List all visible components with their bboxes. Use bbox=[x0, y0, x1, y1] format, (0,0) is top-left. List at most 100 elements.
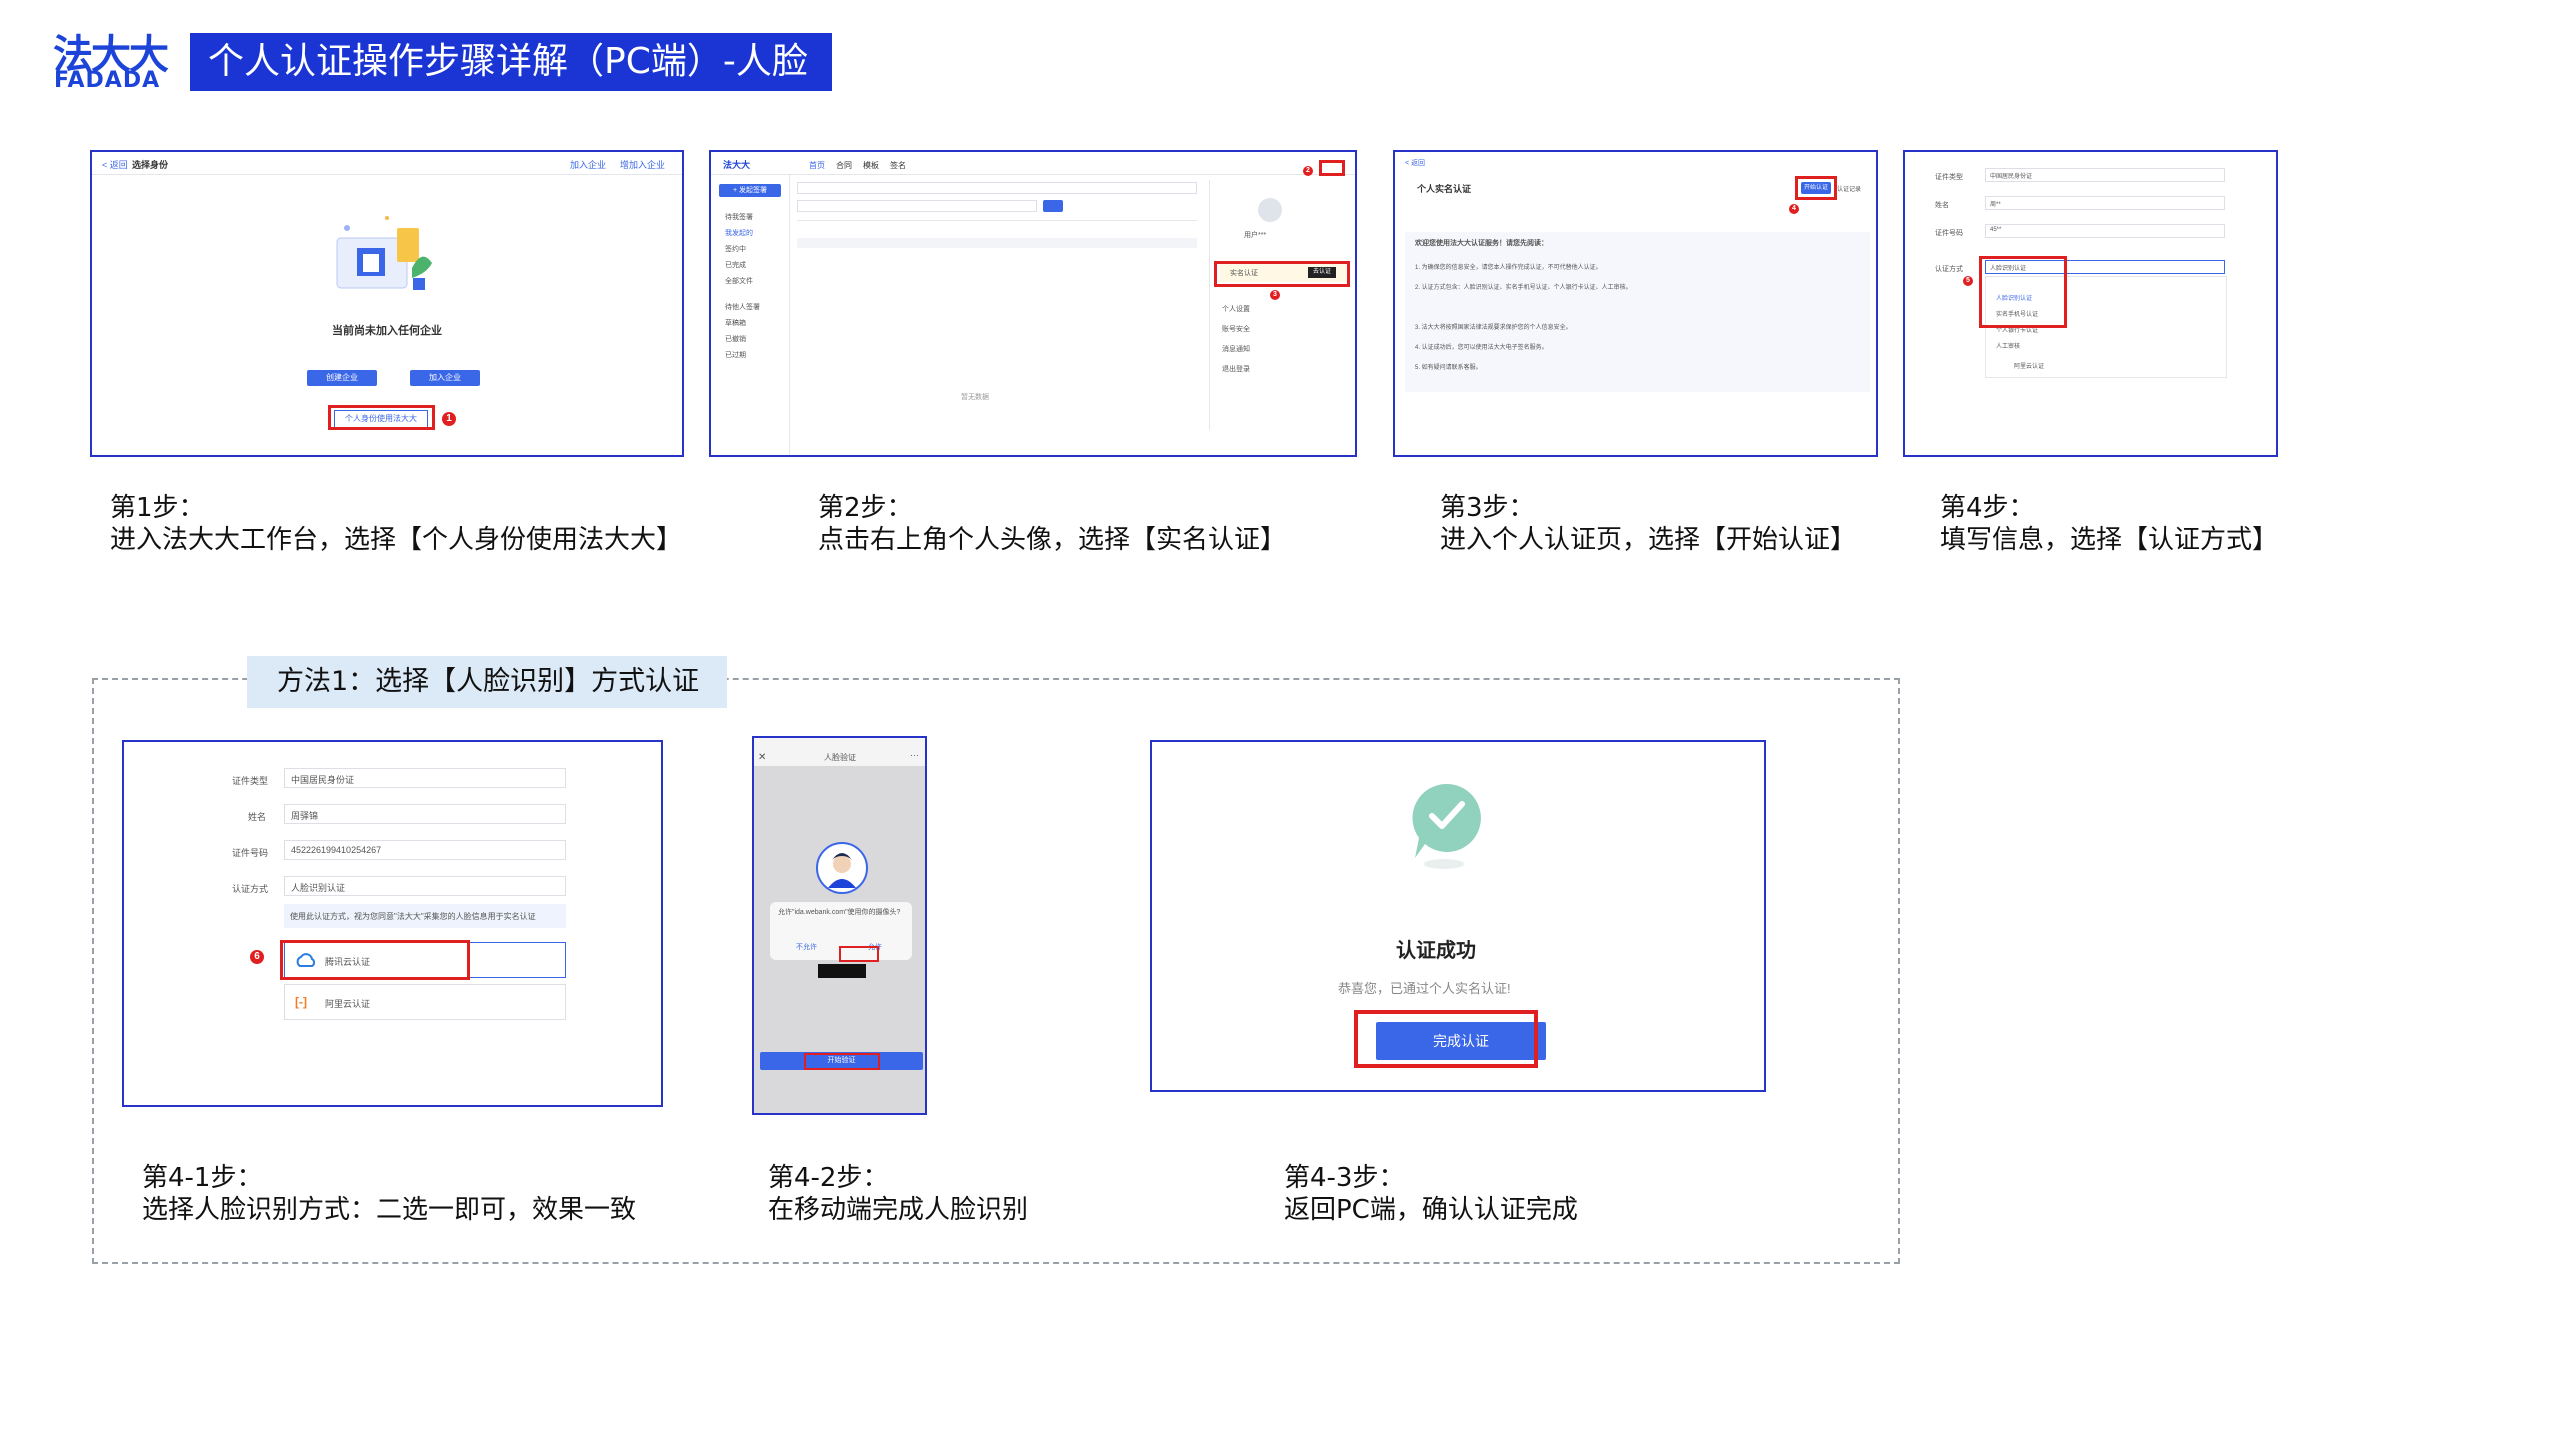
back-link[interactable]: < 返回 bbox=[102, 160, 128, 170]
field-value: 452226199410254267 bbox=[291, 845, 382, 855]
step-marker: 3 bbox=[1270, 290, 1280, 300]
filter-row bbox=[797, 182, 1197, 194]
id-number-field[interactable]: 452226199410254267 bbox=[284, 840, 566, 860]
complete-highlight bbox=[1354, 1010, 1538, 1068]
face-avatar-icon bbox=[816, 842, 868, 894]
sidebar-item[interactable]: 待我签署 bbox=[725, 214, 753, 221]
step4-1-title: 第4-1步： bbox=[142, 1163, 263, 1193]
start-verify-highlight bbox=[1795, 176, 1837, 200]
step-marker: 1 bbox=[442, 412, 456, 426]
menu-item[interactable]: 退出登录 bbox=[1222, 366, 1250, 373]
dialog-text: 允许"ida.webank.com"使用你的摄像头? bbox=[778, 909, 901, 916]
field-value: 中国居民身份证 bbox=[1990, 174, 2033, 180]
realname-row[interactable]: 实名认证 去认证 bbox=[1220, 264, 1346, 282]
sidebar-item[interactable]: 已完成 bbox=[725, 262, 746, 269]
nav-home[interactable]: 首页 bbox=[809, 161, 825, 170]
menu-item[interactable]: 消息通知 bbox=[1222, 346, 1250, 353]
join-enterprise-button[interactable]: 加入企业 bbox=[410, 370, 480, 386]
screenshot-step4-3: 认证成功 恭喜您，已通过个人实名认证! 完成认证 bbox=[1150, 740, 1766, 1092]
empty-state-text: 当前尚未加入任何企业 bbox=[332, 325, 442, 337]
field-label: 证件类型 bbox=[232, 776, 269, 786]
step-marker: 2 bbox=[1303, 166, 1313, 176]
step4-title: 第4步： bbox=[1940, 493, 2035, 523]
sidebar-item[interactable]: 草稿箱 bbox=[725, 320, 746, 327]
deny-button[interactable]: 不允许 bbox=[796, 944, 817, 951]
id-type-select[interactable]: 中国居民身份证 bbox=[1985, 168, 2225, 182]
step1-desc: 进入法大大工作台，选择【个人身份使用法大大】 bbox=[110, 525, 683, 555]
option-aliyun[interactable]: [-] 阿里云认证 bbox=[284, 984, 566, 1020]
id-number-field[interactable]: 45** bbox=[1985, 224, 2225, 238]
verify-record-link[interactable]: 认证记录 bbox=[1837, 187, 1862, 193]
add-enterprise-link[interactable]: 增加入企业 bbox=[620, 160, 666, 170]
verify-method-select[interactable]: 人脸识别认证 bbox=[284, 876, 566, 896]
nav-signature[interactable]: 签名 bbox=[890, 161, 906, 170]
screenshot-step1: < 返回 选择身份 加入企业 增加入企业 当前尚未加入任何企业 创建企业 加入企… bbox=[90, 150, 684, 457]
step4-1-desc: 选择人脸识别方式：二选一即可，效果一致 bbox=[142, 1195, 637, 1225]
field-value: 中国居民身份证 bbox=[291, 775, 355, 785]
nav-template[interactable]: 模板 bbox=[863, 161, 879, 170]
new-sign-button[interactable]: + 发起签署 bbox=[719, 184, 781, 197]
step1-title: 第1步： bbox=[110, 493, 205, 523]
menu-item[interactable]: 个人设置 bbox=[1222, 306, 1250, 313]
join-enterprise-link[interactable]: 加入企业 bbox=[570, 160, 607, 170]
field-label: 姓名 bbox=[1935, 202, 1949, 209]
screenshot-step2: 法大大 首页 合同 模板 签名 + 发起签署 待我签署 我发起的 签约中 已完成… bbox=[709, 150, 1357, 457]
complete-verify-button[interactable]: 完成认证 bbox=[1376, 1022, 1546, 1060]
option-phone[interactable]: 实名手机号认证 bbox=[1996, 312, 2039, 318]
screenshot-step4-2: ✕ 人脸验证 ··· 允许"ida.webank.com"使用你的摄像头? 不允… bbox=[752, 736, 927, 1115]
start-verify-button[interactable]: 开始认证 bbox=[1801, 182, 1831, 194]
start-verify-button[interactable]: 开始验证 bbox=[760, 1052, 923, 1070]
sidebar-item[interactable]: 我发起的 bbox=[725, 230, 753, 237]
field-label: 姓名 bbox=[248, 812, 267, 822]
verify-method-select[interactable]: 人脸识别认证 bbox=[1985, 260, 2225, 274]
back-link[interactable]: < 返回 bbox=[1405, 160, 1426, 167]
field-label: 证件类型 bbox=[1935, 174, 1963, 181]
go-verify-button[interactable]: 去认证 bbox=[1308, 267, 1336, 278]
name-field[interactable]: 周** bbox=[1985, 196, 2225, 210]
verify-method-dropdown: 人脸识别认证 实名手机号认证 个人银行卡认证 人工审核 阿里云认证 bbox=[1985, 276, 2227, 378]
camera-preview bbox=[818, 964, 866, 978]
method-tab: 方法1：选择【人脸识别】方式认证 bbox=[247, 656, 727, 708]
field-value: 周驿锦 bbox=[291, 811, 319, 821]
field-label: 认证方式 bbox=[232, 884, 269, 894]
option-aliyun-label: 阿里云认证 bbox=[325, 999, 371, 1009]
avatar-highlight-box bbox=[1319, 160, 1345, 176]
field-label: 证件号码 bbox=[1935, 230, 1963, 237]
camera-permission-dialog: 允许"ida.webank.com"使用你的摄像头? 不允许 允许 bbox=[770, 902, 912, 960]
sidebar-item[interactable]: 待他人签署 bbox=[725, 304, 760, 311]
screenshot-step4-1: 证件类型 中国居民身份证 姓名 周驿锦 证件号码 452226199410254… bbox=[122, 740, 663, 1107]
notice-line: 2. 认证方式包含：人脸识别认证、实名手机号认证、个人银行卡认证、人工审核。 bbox=[1415, 285, 1632, 291]
option-bankcard[interactable]: 个人银行卡认证 bbox=[1996, 328, 2039, 334]
fadada-logo-cn: 法大大 bbox=[53, 32, 169, 78]
sidebar-item[interactable]: 全部文件 bbox=[725, 278, 753, 285]
sidebar-item[interactable]: 已撤销 bbox=[725, 336, 746, 343]
field-value: 45** bbox=[1990, 227, 2002, 233]
name-field[interactable]: 周驿锦 bbox=[284, 804, 566, 824]
step4-3-desc: 返回PC端，确认认证完成 bbox=[1284, 1195, 1578, 1225]
field-value: 人脸识别认证 bbox=[291, 883, 346, 893]
more-icon[interactable]: ··· bbox=[910, 750, 919, 760]
user-dropdown-panel: 用户*** 实名认证 去认证 个人设置 账号安全 消息通知 退出登录 bbox=[1209, 180, 1355, 430]
field-label: 证件号码 bbox=[232, 848, 269, 858]
notice-line: 1. 为确保您的信息安全，请您本人操作完成认证，不可代替他人认证。 bbox=[1415, 265, 1602, 271]
search-input[interactable] bbox=[797, 200, 1037, 212]
option-aliyun[interactable]: 阿里云认证 bbox=[2014, 364, 2045, 370]
user-name: 用户*** bbox=[1244, 232, 1267, 239]
notice-box: 欢迎您使用法大大认证服务！请您先阅读： 1. 为确保您的信息安全，请您本人操作完… bbox=[1405, 232, 1870, 392]
sidebar-item[interactable]: 已过期 bbox=[725, 352, 746, 359]
screenshot-step3: < 返回 个人实名认证 开始认证 认证记录 4 欢迎您使用法大大认证服务！请您先… bbox=[1393, 150, 1878, 457]
nav-contract[interactable]: 合同 bbox=[836, 161, 852, 170]
search-button[interactable] bbox=[1043, 200, 1063, 212]
option-tencent-label: 腾讯云认证 bbox=[325, 957, 371, 967]
close-icon[interactable]: ✕ bbox=[758, 752, 767, 763]
option-manual[interactable]: 人工审核 bbox=[1996, 344, 2021, 350]
create-enterprise-button[interactable]: 创建企业 bbox=[307, 370, 377, 386]
id-type-select[interactable]: 中国居民身份证 bbox=[284, 768, 566, 788]
step4-2-desc: 在移动端完成人脸识别 bbox=[768, 1195, 1029, 1225]
sidebar-item[interactable]: 签约中 bbox=[725, 246, 746, 253]
tencent-highlight bbox=[280, 940, 470, 980]
menu-item[interactable]: 账号安全 bbox=[1222, 326, 1250, 333]
step4-2-title: 第4-2步： bbox=[768, 1163, 889, 1193]
page-title: 个人认证操作步骤详解（PC端）-人脸识别 bbox=[190, 33, 832, 140]
option-face[interactable]: 人脸识别认证 bbox=[1996, 296, 2033, 302]
